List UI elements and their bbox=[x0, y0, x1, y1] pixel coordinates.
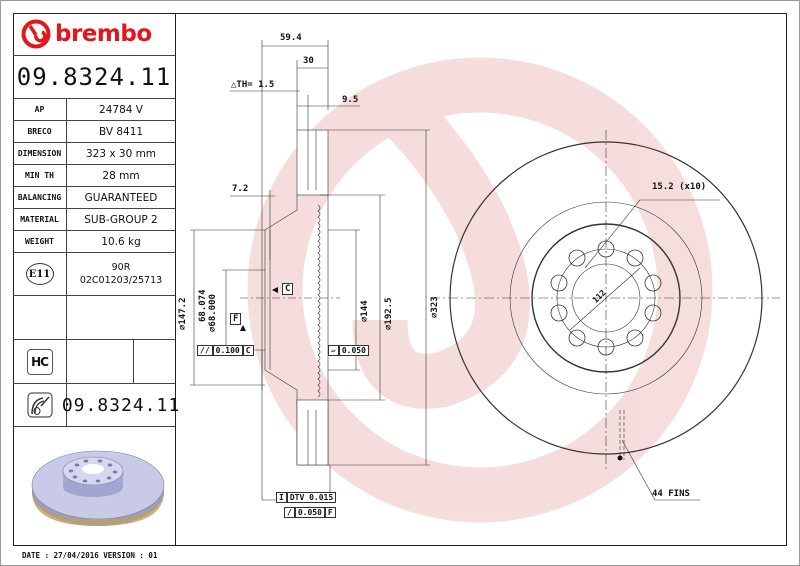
hc-row: HC bbox=[13, 340, 175, 384]
spec-row-balancing: BALANCING GUARANTEED bbox=[13, 187, 175, 209]
parallelism-value: 0.100 bbox=[212, 345, 243, 356]
disc-number-row: 09.8324.11 bbox=[13, 384, 181, 427]
runout-ref: F bbox=[324, 507, 336, 518]
hc-badge-label: HC bbox=[31, 354, 49, 369]
homologation-number: 02C01203/25713 bbox=[79, 275, 163, 286]
spec-key: AP bbox=[13, 99, 67, 120]
dim-friction-inner-diameter: ⌀192.5 bbox=[384, 297, 394, 330]
spec-value: SUB-GROUP 2 bbox=[84, 213, 158, 226]
brand-name: brembo bbox=[55, 21, 152, 47]
disc-part-number: 09.8324.11 bbox=[61, 394, 181, 416]
disc-3d-render bbox=[13, 427, 175, 544]
brand-logo-row: brembo bbox=[13, 13, 175, 56]
parallelism-symbol: // bbox=[197, 345, 213, 356]
footer-date-version: DATE : 27/04/2016 VERSION : 01 bbox=[22, 551, 158, 560]
spec-row-dimension: DIMENSION 323 x 30 mm bbox=[13, 143, 175, 165]
dtv-value: DTV 0.015 bbox=[286, 492, 337, 503]
info-panel: brembo 09.8324.11 AP 24784 V BRECO BV 84… bbox=[13, 13, 181, 545]
brembo-logo-icon bbox=[21, 19, 51, 49]
spec-value: 10.6 kg bbox=[101, 235, 141, 248]
spec-row-ap: AP 24784 V bbox=[13, 99, 175, 121]
dim-flange-diameter: ⌀147.2 bbox=[178, 297, 188, 330]
disc-pad-icon bbox=[26, 392, 53, 418]
spec-key: MIN TH bbox=[13, 165, 67, 186]
homologation-row: E11 90R 02C01203/25713 bbox=[13, 253, 175, 296]
drawing-frame bbox=[13, 13, 787, 546]
spec-key: WEIGHT bbox=[13, 231, 67, 252]
parallelism-tolerance: // 0.100 C bbox=[197, 345, 254, 356]
spec-value: 323 x 30 mm bbox=[85, 147, 157, 160]
dim-hat-diameter: ⌀144 bbox=[360, 300, 370, 322]
hc-badge-icon: HC bbox=[26, 348, 53, 375]
e11-badge-icon: E11 bbox=[25, 263, 54, 285]
homologation-code: 90R bbox=[111, 262, 131, 273]
dim-hat-thickness: 7.2 bbox=[232, 184, 249, 194]
dim-thickness: 30 bbox=[303, 56, 314, 66]
empty-row bbox=[13, 296, 175, 340]
runout-symbol: / bbox=[284, 507, 295, 518]
brake-disc-image-icon bbox=[31, 450, 165, 526]
spec-value: BV 8411 bbox=[98, 125, 144, 138]
part-number: 09.8324.11 bbox=[13, 56, 175, 99]
flatness-tolerance: ▱ 0.050 bbox=[328, 345, 369, 356]
spec-key: DIMENSION bbox=[13, 143, 67, 164]
dim-bore-max: 68.074 bbox=[198, 289, 208, 322]
dim-bore-min: ⌀68.000 bbox=[208, 294, 218, 332]
datum-c: C bbox=[282, 283, 294, 295]
flatness-value: 0.050 bbox=[338, 345, 369, 356]
dim-vane-gap: 9.5 bbox=[342, 95, 359, 105]
spec-row-weight: WEIGHT 10.6 kg bbox=[13, 231, 175, 253]
spec-key: MATERIAL bbox=[13, 209, 67, 230]
brand-logo: brembo bbox=[21, 19, 152, 49]
bolt-holes-label: 15.2 (x10) bbox=[652, 182, 707, 192]
runout-tolerance: / 0.050 F bbox=[284, 507, 336, 518]
dim-overall-height: 59.4 bbox=[280, 33, 302, 43]
spec-key: BALANCING bbox=[13, 187, 67, 208]
e11-badge-label: E11 bbox=[28, 268, 51, 280]
datum-f: F bbox=[230, 313, 242, 325]
dim-delta-th: △TH= 1.5 bbox=[231, 80, 275, 90]
spec-row-material: MATERIAL SUB-GROUP 2 bbox=[13, 209, 175, 231]
dtv-symbol: I bbox=[276, 492, 287, 503]
parallelism-ref: C bbox=[242, 345, 254, 356]
spec-value: 28 mm bbox=[102, 169, 140, 182]
dtv-tolerance: I DTV 0.015 bbox=[276, 492, 337, 503]
dim-outer-diameter: ⌀323 bbox=[430, 296, 440, 318]
spec-row-breco: BRECO BV 8411 bbox=[13, 121, 175, 143]
flatness-symbol: ▱ bbox=[328, 345, 339, 356]
runout-value: 0.050 bbox=[294, 507, 325, 518]
spec-key: BRECO bbox=[13, 121, 67, 142]
spec-row-min-th: MIN TH 28 mm bbox=[13, 165, 175, 187]
spec-value: 24784 V bbox=[99, 103, 143, 116]
fins-label: 44 FINS bbox=[652, 489, 690, 499]
spec-value: GUARANTEED bbox=[84, 191, 158, 204]
